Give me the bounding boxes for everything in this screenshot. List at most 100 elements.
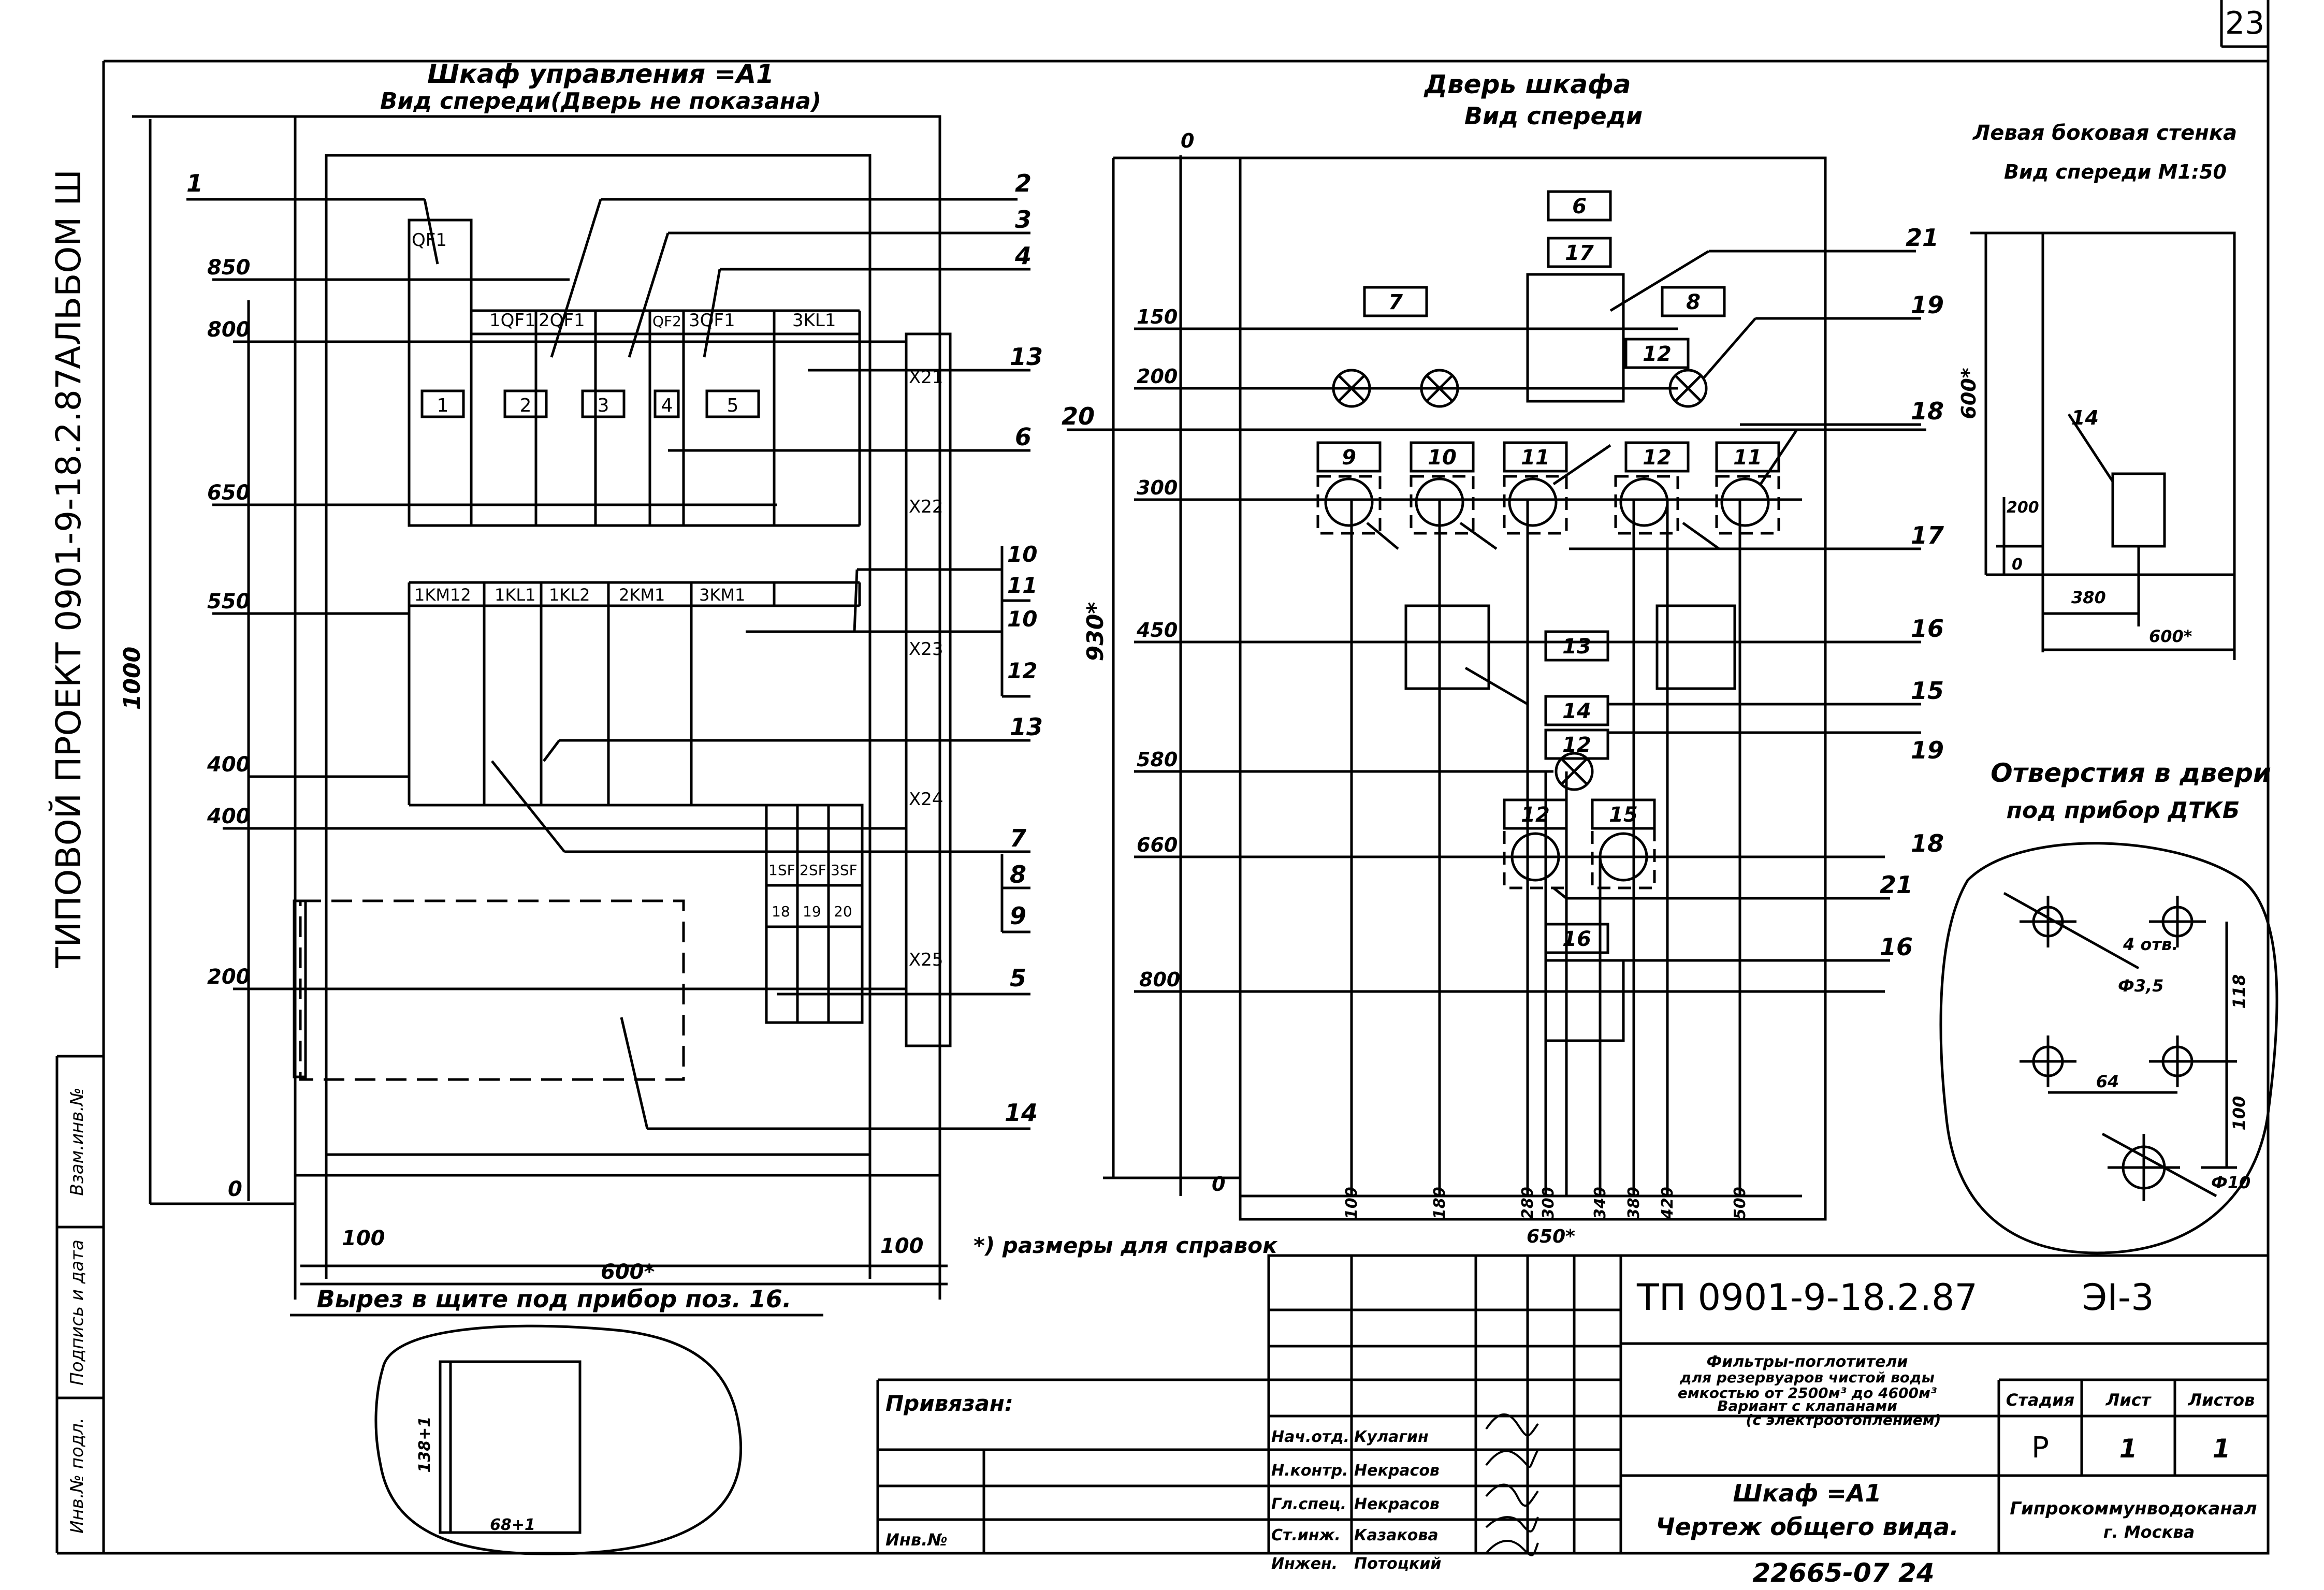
- door-label-8: 8: [1686, 290, 1701, 314]
- title-block: [876, 1254, 2270, 1555]
- signatures: [1485, 1413, 1539, 1556]
- dev-2km1: 2KM1: [619, 585, 665, 605]
- brk-1sf: 1SF: [768, 862, 795, 879]
- cutout-dim-w: 68+1: [490, 1516, 535, 1534]
- front-bottom-dim-100b: 100: [880, 1234, 924, 1258]
- top-num-5: 5: [727, 395, 739, 416]
- callout-8: 8: [1010, 860, 1026, 888]
- door-label-15: 15: [1609, 803, 1638, 827]
- door-dim-450: 450: [1136, 619, 1178, 641]
- door-dim-580: 580: [1137, 748, 1178, 771]
- side-dim-600: 600*: [2149, 626, 2192, 646]
- sheet-value: 1: [2119, 1434, 2138, 1464]
- inv-label: Инв.№: [885, 1530, 948, 1550]
- role-2: Гл.спец.: [1271, 1495, 1346, 1513]
- door-bdim-340: 340: [1591, 1187, 1609, 1219]
- side-dim-380: 380: [2071, 588, 2106, 607]
- door-dim-0-bottom: 0: [1212, 1173, 1225, 1195]
- sheets-value: 1: [2213, 1434, 2231, 1464]
- front-dim-200: 200: [207, 965, 251, 989]
- door-dim-150: 150: [1137, 305, 1178, 328]
- side-dim-0: 0: [2012, 556, 2023, 574]
- door-view-title: Дверь шкафа: [1423, 69, 1631, 99]
- holes-dim-100: 100: [2229, 1096, 2249, 1131]
- dimension-note: *) размеры для справок: [974, 1233, 1278, 1258]
- side-view-subtitle: Вид спереди М1:50: [2004, 161, 2227, 183]
- stage-value: Р: [2031, 1431, 2049, 1465]
- door-bdim-380: 380: [1625, 1187, 1643, 1219]
- role-1: Н.контр.: [1271, 1462, 1348, 1480]
- door-callout-21b: 21: [1880, 871, 1913, 899]
- callout-13a: 13: [1010, 343, 1043, 371]
- front-view-title: Шкаф управления =А1: [427, 59, 774, 89]
- callout-4: 4: [1014, 242, 1032, 270]
- dev-2qf1: 2QF1: [539, 310, 585, 331]
- callout-1: 1: [186, 169, 203, 197]
- door-bdim-280: 280: [1519, 1187, 1537, 1219]
- desc-3: Вариант с клапанами: [1717, 1397, 1897, 1414]
- drawing-subtitle: Чертеж общего вида.: [1655, 1513, 1958, 1541]
- door-callout-20: 20: [1062, 402, 1095, 430]
- front-height-dim: 1000: [119, 647, 146, 710]
- door-label-13: 13: [1562, 635, 1591, 659]
- door-label-12c: 12: [1562, 733, 1591, 757]
- terminal-x22: X22: [909, 497, 943, 517]
- terminal-x24: X24: [909, 789, 943, 810]
- top-num-4: 4: [661, 395, 673, 416]
- door-label-11b: 11: [1733, 446, 1762, 470]
- front-dim-650: 650: [207, 481, 251, 505]
- front-view: [132, 115, 1030, 1317]
- door-dim-800: 800: [1139, 968, 1180, 991]
- front-bottom-dim-600: 600*: [601, 1260, 655, 1284]
- brk-num-19: 19: [803, 903, 821, 920]
- callout-10a: 10: [1007, 542, 1037, 567]
- sheet-header: Лист: [2105, 1390, 2152, 1410]
- callout-6: 6: [1015, 423, 1032, 451]
- front-dim-850: 850: [207, 256, 251, 280]
- door-view: [1067, 155, 1926, 1221]
- stamp-inv: Инв.№ подл.: [67, 1418, 88, 1534]
- door-callout-19b: 19: [1911, 736, 1944, 764]
- project-code: ТП 0901-9-18.2.87: [1636, 1276, 1978, 1319]
- front-bottom-dim-100a: 100: [342, 1227, 385, 1250]
- door-bdim-420: 420: [1659, 1187, 1677, 1220]
- drawing-title: Шкаф =А1: [1733, 1479, 1882, 1507]
- callout-11: 11: [1007, 573, 1037, 598]
- door-dim-0-top: 0: [1181, 129, 1194, 152]
- name-2: Некрасов: [1354, 1495, 1440, 1513]
- callout-14: 14: [1005, 1099, 1038, 1127]
- dev-qf1: QF1: [412, 230, 447, 251]
- callout-13b: 13: [1010, 713, 1043, 741]
- door-callout-15: 15: [1911, 677, 1944, 705]
- door-label-16: 16: [1562, 927, 1591, 951]
- holes-title: Отверстия в двери: [1991, 758, 2271, 788]
- holes-subtitle: под прибор ДТКБ: [2007, 797, 2240, 824]
- name-1: Некрасов: [1354, 1462, 1440, 1480]
- holes-count: 4 отв.: [2123, 935, 2178, 954]
- dev-3qf1: 3QF1: [689, 310, 735, 331]
- brk-num-20: 20: [834, 903, 852, 920]
- callout-2: 2: [1015, 169, 1032, 197]
- door-bdim-180: 180: [1431, 1187, 1449, 1219]
- name-0: Кулагин: [1354, 1428, 1429, 1446]
- stamp-podpis: Подпись и дата: [67, 1239, 88, 1385]
- door-bdim-100: 100: [1343, 1187, 1361, 1219]
- door-label-17: 17: [1565, 241, 1594, 265]
- role-0: Нач.отд.: [1271, 1428, 1349, 1446]
- door-callout-21a: 21: [1906, 224, 1939, 252]
- brk-num-18: 18: [772, 903, 790, 920]
- dev-1kl1: 1KL1: [495, 585, 536, 605]
- stamp-vzam: Взам.инв.№: [67, 1087, 88, 1195]
- side-height-dim: 600*: [1957, 368, 1980, 419]
- door-callout-19a: 19: [1911, 291, 1944, 319]
- desc-1: для резервуаров чистой воды: [1679, 1369, 1935, 1386]
- desc-4: (с электроотоплением): [1746, 1411, 1941, 1428]
- door-callout-18b: 18: [1911, 829, 1944, 857]
- privyazan-label: Привязан:: [885, 1391, 1013, 1416]
- door-label-7: 7: [1388, 290, 1403, 314]
- brk-2sf: 2SF: [800, 862, 826, 879]
- door-label-14: 14: [1562, 699, 1591, 723]
- dev-3km1: 3KM1: [699, 585, 745, 605]
- cutout-dim-h: 138+1: [416, 1417, 434, 1473]
